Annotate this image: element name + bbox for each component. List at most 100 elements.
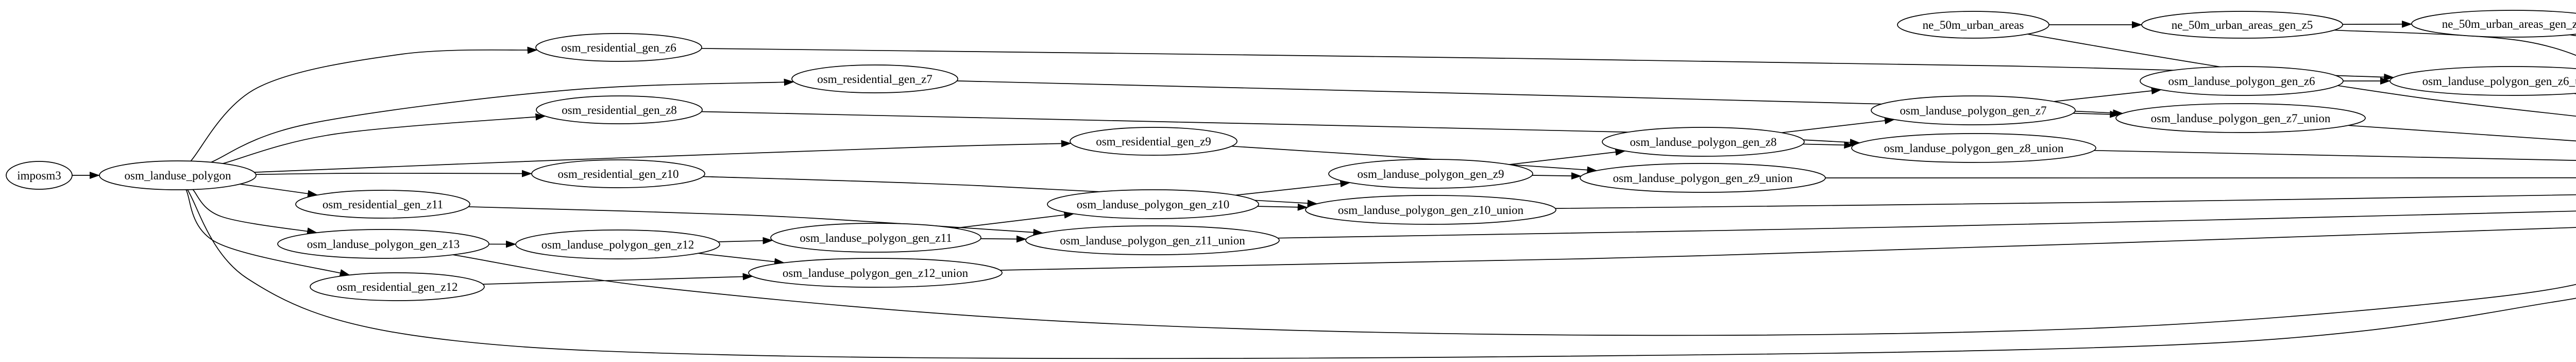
edge-gz13-layer_landuse-z13 — [452, 254, 2576, 336]
node-shape-ne_50m_urban_areas — [1897, 11, 2049, 39]
node-osm_landuse_polygon_gen_z11: osm_landuse_polygon_gen_z11 — [770, 223, 981, 253]
node-shape-ne_50m_urban_areas_gen_z4 — [2411, 10, 2576, 38]
edge-res_z6-uz6 — [701, 48, 2395, 81]
node-label-osm_landuse_polygon_gen_z9: osm_landuse_polygon_gen_z9 — [1358, 168, 1504, 180]
node-label-ne_50m_urban_areas_gen_z4: ne_50m_urban_areas_gen_z4 — [2442, 18, 2576, 30]
edge-uz8-layer_landuse-z8 — [2094, 150, 2576, 161]
edge-gz8-uz8 — [1803, 141, 1855, 149]
node-osm_residential_gen_z10: osm_residential_gen_z10 — [531, 159, 705, 188]
edge-uz11-layer_landuse-z11 — [1278, 210, 2576, 239]
node-shape-osm_residential_gen_z9 — [1070, 127, 1238, 156]
node-osm_residential_gen_z9: osm_residential_gen_z9 — [1070, 127, 1238, 156]
node-label-imposm3: imposm3 — [17, 169, 61, 182]
node-osm_landuse_polygon_gen_z12: osm_landuse_polygon_gen_z12 — [515, 229, 720, 259]
node-osm_landuse_polygon_gen_z10_union: osm_landuse_polygon_gen_z10_union — [1305, 195, 1556, 225]
node-osm_landuse_polygon_gen_z12_union: osm_landuse_polygon_gen_z12_union — [748, 258, 1003, 288]
node-label-ne_50m_urban_areas_gen_z5: ne_50m_urban_areas_gen_z5 — [2172, 19, 2313, 31]
edge-gz7-uz7 — [2073, 110, 2121, 118]
edge-uz6-layer_landuse-z6 — [2574, 93, 2576, 94]
node-osm_landuse_polygon_gen_z7: osm_landuse_polygon_gen_z7 — [1871, 95, 2076, 125]
node-shape-imposm3 — [6, 161, 73, 190]
node-imposm3: imposm3 — [6, 161, 73, 190]
node-label-osm_landuse_polygon_gen_z8: osm_landuse_polygon_gen_z8 — [1630, 136, 1777, 149]
node-label-osm_landuse_polygon_gen_z10: osm_landuse_polygon_gen_z10 — [1077, 198, 1229, 211]
node-label-osm_landuse_polygon_gen_z10_union: osm_landuse_polygon_gen_z10_union — [1338, 204, 1524, 217]
node-shape-osm_landuse_polygon_gen_z12 — [515, 229, 720, 259]
node-ne_50m_urban_areas_gen_z5: ne_50m_urban_areas_gen_z5 — [2141, 11, 2343, 39]
node-osm_landuse_polygon_gen_z7_union: osm_landuse_polygon_gen_z7_union — [2115, 103, 2366, 133]
node-label-osm_landuse_polygon_gen_z7: osm_landuse_polygon_gen_z7 — [1900, 104, 2047, 117]
node-osm_landuse_polygon_gen_z13: osm_landuse_polygon_gen_z13 — [277, 229, 489, 259]
edge-res_z12-uz12 — [483, 273, 753, 285]
node-shape-osm_landuse_polygon_gen_z9 — [1328, 159, 1533, 189]
edge-gz10-uz10 — [1257, 203, 1308, 211]
edge-olp-layer_landuse-z14+ — [187, 189, 2576, 359]
edge-gz10-gz9 — [1235, 180, 1351, 196]
node-osm_landuse_polygon_gen_z9: osm_landuse_polygon_gen_z9 — [1328, 159, 1533, 189]
node-shape-osm_residential_gen_z7 — [791, 64, 958, 93]
node-label-osm_landuse_polygon_gen_z9_union: osm_landuse_polygon_gen_z9_union — [1613, 172, 1793, 185]
edge-gz9-gz8 — [1509, 149, 1626, 165]
edge-gz12-uz12 — [698, 253, 785, 266]
node-shape-osm_landuse_polygon_gen_z11_union — [1025, 225, 1280, 255]
node-osm_landuse_polygon_gen_z8: osm_landuse_polygon_gen_z8 — [1602, 127, 1805, 157]
node-label-ne_50m_urban_areas: ne_50m_urban_areas — [1923, 19, 2024, 31]
node-label-osm_landuse_polygon_gen_z6_union: osm_landuse_polygon_gen_z6_union — [2422, 75, 2576, 88]
node-shape-osm_landuse_polygon_gen_z11 — [770, 223, 981, 253]
node-shape-osm_residential_gen_z8 — [536, 95, 703, 124]
edge-olp-res_z12 — [185, 189, 350, 276]
node-label-osm_landuse_polygon_gen_z8_union: osm_landuse_polygon_gen_z8_union — [1884, 142, 2064, 155]
node-osm_landuse_polygon_gen_z9_union: osm_landuse_polygon_gen_z9_union — [1580, 163, 1826, 193]
node-shape-osm_residential_gen_z11 — [295, 190, 470, 219]
edge-gz9-uz9 — [1532, 172, 1582, 180]
edge-ne-layer_landuse-z6 — [2027, 34, 2576, 117]
node-shape-osm_landuse_polygon_gen_z10_union — [1305, 195, 1556, 225]
node-osm_landuse_polygon_gen_z8_union: osm_landuse_polygon_gen_z8_union — [1851, 133, 2096, 163]
edge-gz12-gz11 — [718, 237, 773, 244]
node-label-osm_landuse_polygon_gen_z6: osm_landuse_polygon_gen_z6 — [2168, 75, 2315, 88]
node-osm_residential_gen_z8: osm_residential_gen_z8 — [536, 95, 703, 124]
node-label-osm_landuse_polygon_gen_z12_union: osm_landuse_polygon_gen_z12_union — [783, 267, 969, 279]
edge-uz10-layer_landuse-z10 — [1555, 194, 2576, 209]
edge-olp-res_z7 — [211, 78, 794, 163]
node-label-osm_residential_gen_z7: osm_residential_gen_z7 — [817, 73, 933, 86]
node-osm_residential_gen_z11: osm_residential_gen_z11 — [295, 190, 470, 219]
node-shape-osm_landuse_polygon_gen_z12_union — [748, 258, 1003, 288]
node-shape-ne_50m_urban_areas_gen_z5 — [2141, 11, 2343, 39]
node-osm_landuse_polygon_gen_z11_union: osm_landuse_polygon_gen_z11_union — [1025, 225, 1280, 255]
node-shape-osm_landuse_polygon_gen_z8_union — [1851, 133, 2096, 163]
edge-olp-res_z9 — [254, 140, 1072, 173]
node-osm_landuse_polygon_gen_z6_union: osm_landuse_polygon_gen_z6_union — [2389, 66, 2576, 96]
node-ne_50m_urban_areas: ne_50m_urban_areas — [1897, 11, 2049, 39]
edge-olp-res_z6 — [190, 46, 538, 161]
edge-uz12-layer_landuse-z12 — [1000, 227, 2576, 271]
node-shape-osm_landuse_polygon_gen_z10 — [1047, 189, 1259, 219]
node-osm_landuse_polygon_gen_z6: osm_landuse_polygon_gen_z6 — [2140, 66, 2344, 96]
node-shape-osm_landuse_polygon_gen_z13 — [277, 229, 489, 259]
node-ne_50m_urban_areas_gen_z4: ne_50m_urban_areas_gen_z4 — [2411, 10, 2576, 38]
edge-olp-res_z11 — [240, 184, 318, 198]
node-shape-osm_landuse_polygon_gen_z7 — [1871, 95, 2076, 125]
edge-gz11-gz10 — [955, 211, 1075, 229]
node-label-osm_residential_gen_z6: osm_residential_gen_z6 — [561, 41, 676, 54]
node-label-osm_landuse_polygon_gen_z13: osm_landuse_polygon_gen_z13 — [307, 238, 460, 251]
nodes-layer: imposm3 osm_landuse_polygon osm_residentia… — [6, 10, 2576, 301]
node-shape-osm_landuse_polygon_gen_z6_union — [2389, 66, 2576, 96]
node-label-osm_residential_gen_z12: osm_residential_gen_z12 — [336, 281, 457, 293]
node-shape-osm_landuse_polygon_gen_z8 — [1602, 127, 1805, 157]
node-label-osm_residential_gen_z8: osm_residential_gen_z8 — [562, 104, 677, 117]
node-label-osm_landuse_polygon_gen_z11: osm_landuse_polygon_gen_z11 — [800, 232, 952, 244]
node-label-osm_residential_gen_z9: osm_residential_gen_z9 — [1096, 135, 1211, 148]
edge-olp-res_z10 — [256, 170, 533, 177]
node-shape-osm_landuse_polygon_gen_z6 — [2140, 66, 2344, 96]
edge-uz7-layer_landuse-z7 — [2348, 125, 2576, 142]
edge-gz7-gz6 — [2054, 87, 2162, 102]
node-label-osm_landuse_polygon_gen_z11_union: osm_landuse_polygon_gen_z11_union — [1060, 234, 1245, 247]
node-label-osm_residential_gen_z10: osm_residential_gen_z10 — [557, 168, 679, 180]
node-shape-osm_landuse_polygon_gen_z7_union — [2115, 103, 2366, 133]
node-osm_residential_gen_z12: osm_residential_gen_z12 — [310, 272, 485, 301]
node-label-osm_landuse_polygon: osm_landuse_polygon — [125, 169, 231, 182]
node-label-osm_landuse_polygon_gen_z12: osm_landuse_polygon_gen_z12 — [541, 238, 694, 251]
